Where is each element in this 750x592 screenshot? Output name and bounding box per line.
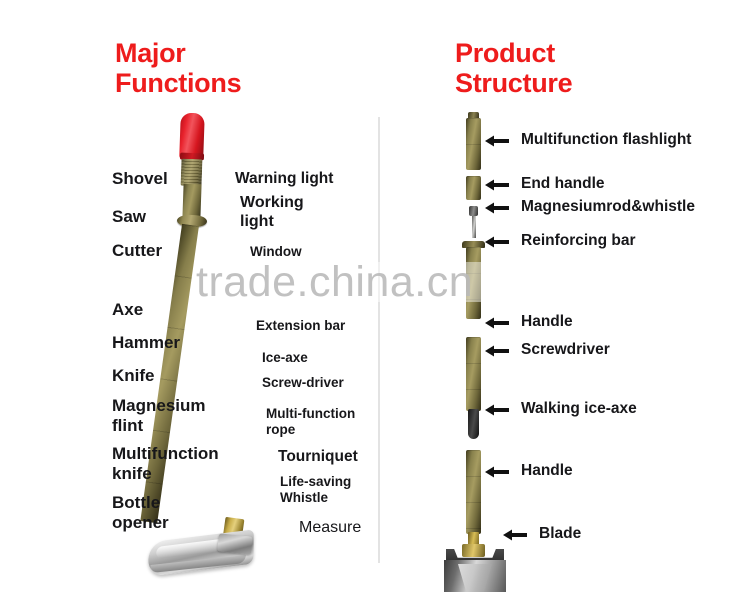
- callout-reinforcing-bar: Reinforcing bar: [485, 232, 636, 251]
- feature-label-life-saving-whistle: Life-saving Whistle: [280, 474, 352, 505]
- feature-label-extension-bar: Extension bar: [256, 318, 346, 333]
- callout-multifunction-flashlight: Multifunction flashlight: [485, 131, 691, 150]
- watermark-backdrop: [196, 262, 496, 302]
- left-arrow-icon: [485, 315, 509, 331]
- feature-label-window: Window: [250, 244, 302, 259]
- callout-label: Screwdriver: [521, 341, 610, 358]
- callout-label: Reinforcing bar: [521, 232, 636, 249]
- lower-handle-section-shape: [466, 450, 481, 534]
- left-arrow-icon: [485, 343, 509, 359]
- callout-label: Magnesiumrod&whistle: [521, 198, 695, 215]
- callout-handle-lower: Handle: [485, 462, 573, 481]
- callout-label: Walking ice-axe: [521, 400, 637, 417]
- left-arrow-icon: [485, 177, 509, 193]
- callout-screwdriver: Screwdriver: [485, 341, 610, 360]
- left-arrow-icon: [485, 200, 509, 216]
- callout-end-handle: End handle: [485, 175, 605, 194]
- left-arrow-icon: [503, 527, 527, 543]
- feature-label-warning-light: Warning light: [235, 170, 334, 187]
- left-arrow-icon: [485, 464, 509, 480]
- flashlight-section-shape: [466, 118, 481, 170]
- watermark-text: trade.china.cn: [196, 258, 474, 306]
- flashlight-tip-shape: [468, 112, 479, 120]
- end-handle-section-shape: [466, 176, 481, 200]
- page-title-major-functions: Major Functions: [115, 38, 242, 98]
- feature-label-bottle-opener: Bottle opener: [112, 493, 169, 532]
- callout-label: Handle: [521, 462, 573, 479]
- knurled-section-shape: [180, 158, 203, 187]
- callout-handle-upper: Handle: [485, 313, 573, 332]
- left-arrow-icon: [485, 402, 509, 418]
- feature-label-ice-axe: Ice-axe: [262, 350, 308, 365]
- feature-label-shovel: Shovel: [112, 169, 168, 188]
- feature-label-screw-driver: Screw-driver: [262, 375, 344, 390]
- feature-label-hammer: Hammer: [112, 333, 181, 352]
- brass-connector-shape: [468, 532, 479, 546]
- upper-barrel-shape: [182, 183, 202, 219]
- feature-label-axe: Axe: [112, 300, 144, 319]
- reinforcing-bar-section-shape: [466, 247, 481, 319]
- callout-magnesiumrod-whistle: Magnesiumrod&whistle: [485, 198, 695, 217]
- magnesium-rod-shape: [471, 216, 476, 238]
- feature-label-saw: Saw: [112, 207, 147, 226]
- callout-walking-ice-axe: Walking ice-axe: [485, 400, 637, 419]
- callout-label: Multifunction flashlight: [521, 131, 692, 148]
- feature-label-multifunction-knife: Multifunction knife: [112, 444, 219, 483]
- blade-collar-shape: [462, 544, 485, 557]
- feature-label-tourniquet: Tourniquet: [278, 448, 358, 465]
- feature-label-multi-function-rope: Multi-function rope: [266, 406, 356, 437]
- callout-blade: Blade: [503, 525, 581, 544]
- feature-label-knife: Knife: [112, 366, 155, 385]
- reinforcing-bar-cap-shape: [462, 241, 485, 248]
- vertical-divider: [378, 117, 380, 563]
- blade-hinge-shape: [217, 533, 253, 555]
- left-arrow-icon: [485, 234, 509, 250]
- exploded-shovel-image: [444, 112, 508, 592]
- feature-label-working-light: Working light: [240, 194, 304, 230]
- callout-label: End handle: [521, 175, 605, 192]
- page-title-product-structure: Product Structure: [455, 38, 573, 98]
- feature-label-magnesium-flint: Magnesium flint: [112, 396, 206, 435]
- magnesium-rod-head-shape: [469, 206, 478, 216]
- feature-label-measure: Measure: [299, 519, 362, 536]
- walking-ice-axe-shape: [468, 409, 479, 439]
- upper-handle-section-shape: [466, 337, 481, 411]
- feature-label-cutter: Cutter: [112, 241, 163, 260]
- callout-label: Handle: [521, 313, 573, 330]
- callout-label: Blade: [539, 525, 582, 542]
- left-arrow-icon: [485, 133, 509, 149]
